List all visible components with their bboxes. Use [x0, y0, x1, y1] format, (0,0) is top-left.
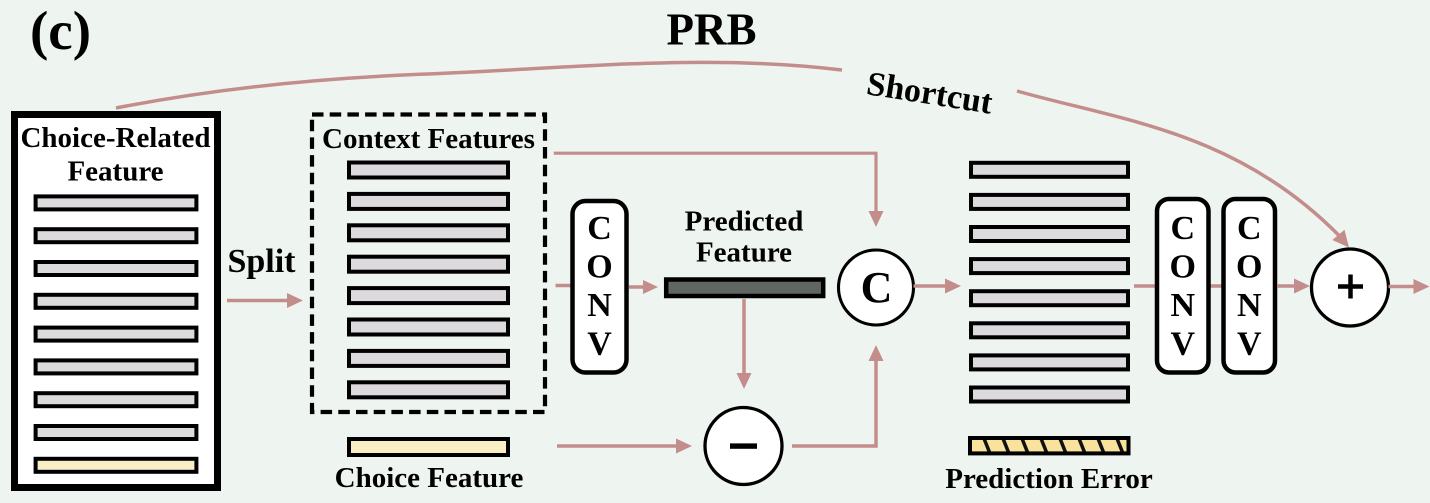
svg-text:C: C	[587, 210, 612, 247]
svg-text:PRB: PRB	[667, 5, 757, 55]
svg-text:Context Features: Context Features	[322, 123, 535, 155]
svg-text:Choice Feature: Choice Feature	[335, 462, 524, 494]
svg-text:Predicted: Predicted	[685, 206, 804, 238]
svg-text:Feature: Feature	[696, 237, 792, 269]
svg-text:N: N	[1170, 287, 1195, 324]
svg-text:V: V	[587, 326, 612, 363]
svg-text:C: C	[1170, 210, 1195, 247]
svg-text:O: O	[1170, 249, 1196, 286]
svg-text:O: O	[1236, 249, 1262, 286]
svg-text:N: N	[1237, 287, 1262, 324]
svg-text:N: N	[587, 287, 612, 324]
svg-text:V: V	[1237, 326, 1262, 363]
svg-text:O: O	[586, 249, 612, 286]
svg-text:V: V	[1170, 326, 1195, 363]
svg-text:Feature: Feature	[67, 156, 163, 188]
svg-text:Choice-Related: Choice-Related	[20, 122, 210, 154]
svg-text:C: C	[1237, 210, 1262, 247]
svg-text:Prediction Error: Prediction Error	[945, 463, 1153, 495]
svg-text:(c): (c)	[30, 0, 91, 61]
svg-text:C: C	[861, 263, 893, 312]
svg-text:Split: Split	[227, 243, 296, 280]
